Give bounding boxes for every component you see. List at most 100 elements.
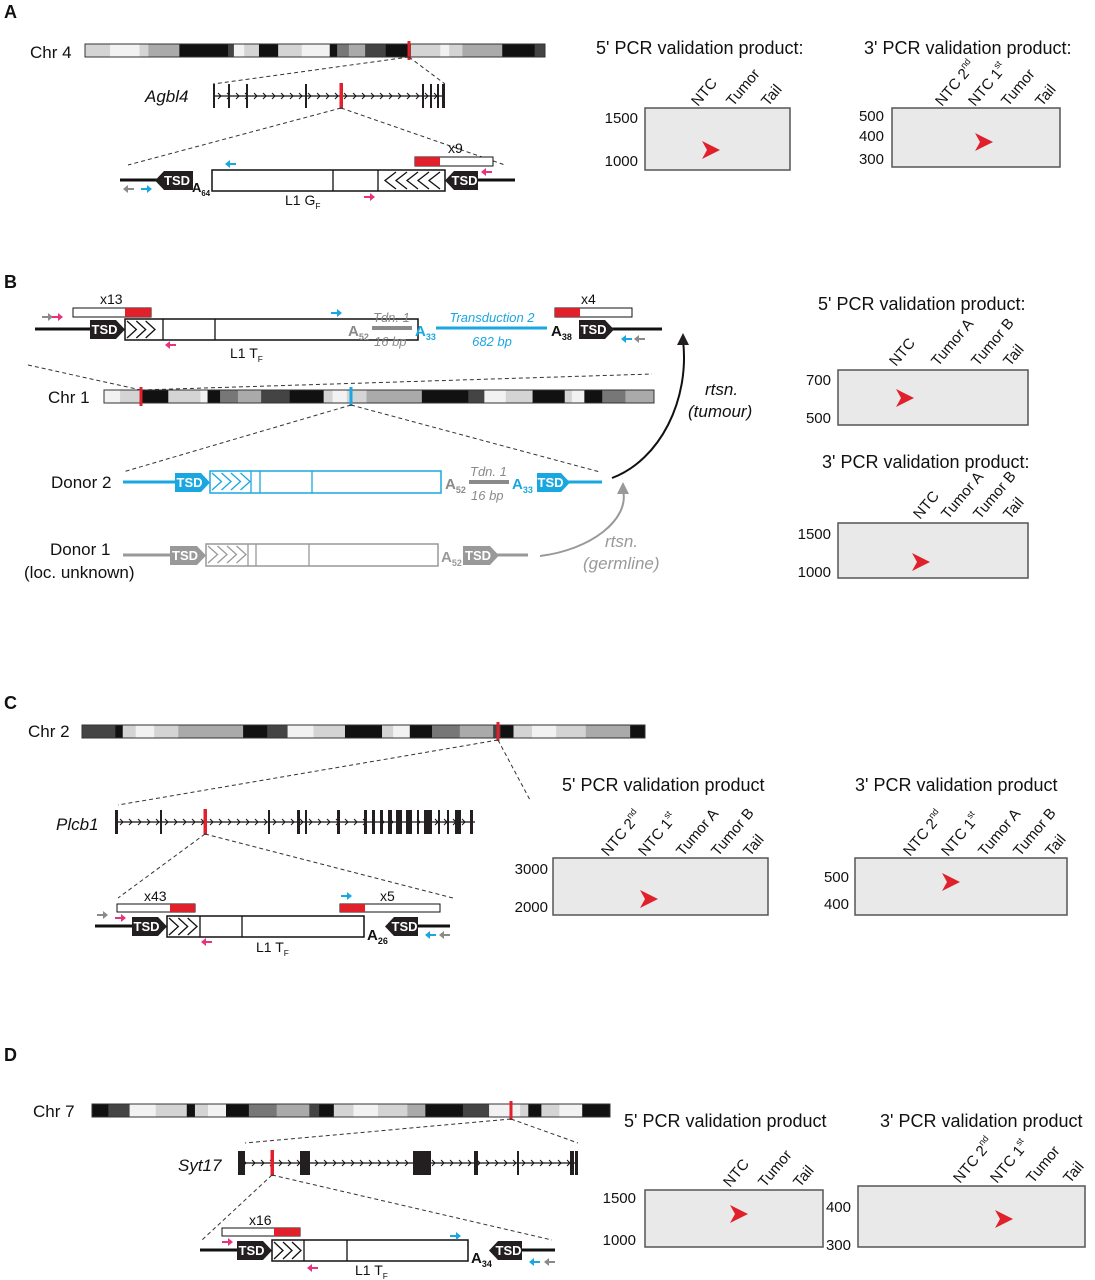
red-arrowhead-icon [896,389,914,407]
red-arrowhead-icon [975,133,993,151]
ladder-size-label: 1000 [603,1232,636,1249]
intron-direction-icon [557,1159,562,1167]
ladder-size-label: 500 [824,869,849,886]
insertion-site-mark [339,83,343,109]
chromosome-band [329,44,338,57]
intron-direction-icon [262,92,267,100]
label-subscript: F [258,354,263,364]
chromosome-band [179,44,202,57]
monomer-copy-count: x9 [448,140,463,156]
tsd-arrow-shape [537,473,570,492]
rtsn-tumour-arrow [611,339,685,479]
chromosome-band [366,390,392,403]
chromosome-band [582,1104,611,1117]
exon [305,810,307,834]
exon [455,810,461,834]
zoom-guide [340,107,506,166]
chromosome-band [252,725,268,738]
exon [297,810,300,834]
exon [517,1151,519,1175]
primer-arrowhead-icon [307,1264,312,1272]
intron-direction-icon [209,818,214,826]
chromosome-band [267,725,289,738]
lane-label: NTC 2nd [899,806,948,859]
tsd-arrow-shape [175,473,210,492]
chromosome-band [129,1104,157,1117]
label-base: A [441,549,452,566]
chevron-icon [405,171,419,190]
exon [396,810,402,834]
chromosome-band [148,44,163,57]
gel-title: 5' PCR validation product: [596,38,804,58]
ladder-size-label: 700 [806,372,831,389]
label-base: A [471,1250,482,1267]
insertion-site-mark [270,1150,274,1176]
panel-letter: A [4,2,17,22]
intron-direction-icon [350,1159,355,1167]
zoom-guide [408,56,446,85]
tsd-label: TSD [177,475,203,490]
chromosome-band [520,1104,529,1117]
chromosome-band [480,44,503,57]
exon [115,810,118,834]
element-label: L1 TF [230,345,263,364]
tsd-box: TSD [385,917,418,936]
panel-letter: C [4,693,17,713]
label-base: Tail [1060,1158,1087,1186]
tsd-label: TSD [581,322,607,337]
lane-label: Tail [1042,831,1069,859]
chromosome-label: Chr 4 [30,43,72,62]
chromosome-band [377,1104,408,1117]
tsd-label: TSD [465,548,491,563]
zoom-guide [122,404,352,473]
chromosome-band [207,390,221,403]
lane-label: Tail [740,831,767,859]
intron-direction-icon [253,92,258,100]
red-arrowhead-icon [942,873,960,891]
red-arrowhead-icon [995,1210,1013,1228]
lane-label: NTC 1st [937,808,984,859]
tsd-arrow-shape [132,917,167,936]
primer-arrowhead-icon [337,309,342,317]
chromosome-band [110,44,141,57]
tsd-box: TSD [445,171,478,190]
intron-direction-icon [317,818,322,826]
chromosome-band [457,390,469,403]
chromosome-band [243,725,253,738]
chromosome-band [319,1104,335,1117]
intron-direction-icon [406,92,411,100]
label-base: NTC [688,75,721,110]
insertion-site-mark [139,387,143,406]
chromosome-band [301,44,331,57]
intron-direction-icon [379,92,384,100]
intron-direction-icon [299,818,304,826]
intron-direction-icon [530,1159,535,1167]
intron-direction-icon [227,818,232,826]
chromosome-band [278,44,303,57]
rtsn-label: (germline) [583,554,660,573]
primer-arrowhead-icon [228,1238,233,1246]
zoom-guide [244,1118,512,1144]
lane-label: Tail [1032,81,1059,109]
ladder-size-label: 500 [806,410,831,427]
intron-direction-icon [377,1159,382,1167]
chromosome-label: Chr 1 [48,388,90,407]
chromosome-band [313,725,346,738]
intron-direction-icon [278,1159,283,1167]
chromosome-band [348,44,366,57]
tandem-label: Tdn. 1 [373,310,410,325]
chromosome-band [559,1104,583,1117]
tsd-arrow-shape [385,917,418,936]
chromosome-outline [84,43,546,58]
intron-direction-icon [359,1159,364,1167]
chromosome-band [115,725,124,738]
zoom-guide [350,404,601,473]
chromosome-band [323,390,334,403]
label-subscript: 64 [201,189,210,198]
gene-name: Plcb1 [56,815,99,834]
chromosome-band [484,390,507,403]
tsd-box: TSD [132,917,167,936]
intron-direction-icon [548,1159,553,1167]
chromosome-band [564,390,573,403]
lane-label: Tail [1060,1158,1087,1186]
